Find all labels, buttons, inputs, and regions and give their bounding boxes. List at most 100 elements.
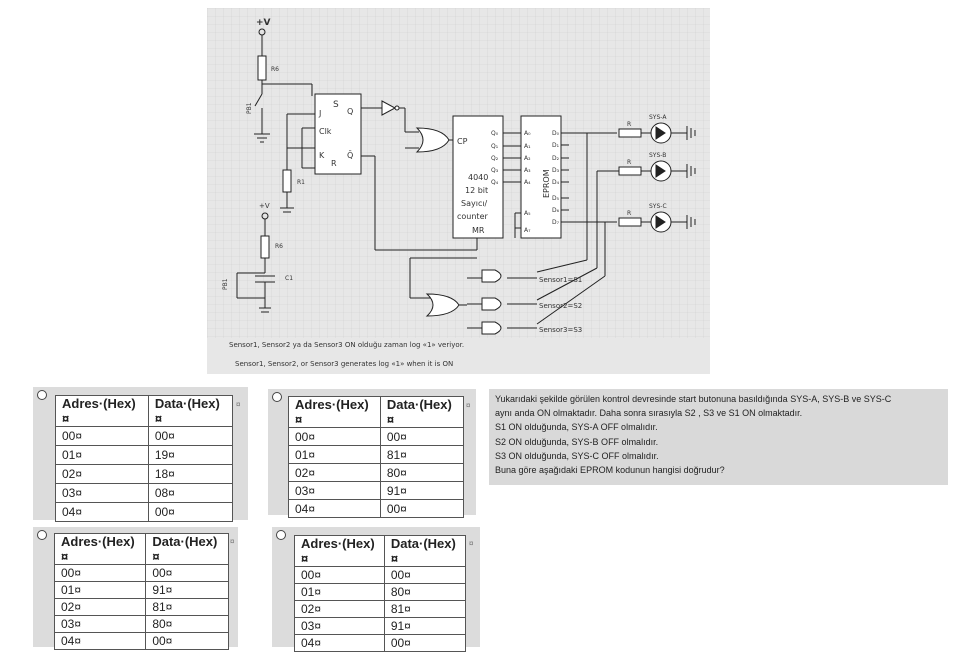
sys-b-label: SYS-B bbox=[649, 152, 666, 159]
caption-turkish: Sensor1, Sensor2 ya da Sensor3 ON olduğu… bbox=[229, 341, 464, 349]
table-header-row: Adres·(Hex)¤ Data·(Hex)¤ bbox=[294, 535, 467, 567]
question-line: Buna göre aşağıdaki EPROM kodunun hangis… bbox=[495, 465, 725, 476]
data-cell: 00¤ bbox=[379, 427, 465, 446]
row-end-mark: ¤ bbox=[236, 400, 241, 409]
sensor1-label: Sensor1=S1 bbox=[539, 276, 582, 284]
resistor-r1 bbox=[282, 169, 292, 193]
sensor2-label: Sensor2=S2 bbox=[539, 302, 582, 310]
data-cell: 91¤ bbox=[379, 481, 465, 500]
counter-q0: Q₀ bbox=[491, 130, 499, 137]
ff-k-label: K bbox=[319, 151, 325, 160]
table-row: 04¤00¤ bbox=[294, 634, 467, 652]
data-header: Data·(Hex)¤ bbox=[145, 533, 229, 565]
eprom-chip bbox=[520, 115, 562, 239]
row-end-mark: ¤ bbox=[466, 401, 471, 410]
and-gate-s1 bbox=[481, 269, 502, 283]
c1-label: C1 bbox=[285, 275, 293, 282]
table-header-row: Adres·(Hex)¤ Data·(Hex)¤ bbox=[53, 533, 229, 565]
question-line: S1 ON olduğunda, SYS-A OFF olmalıdır. bbox=[495, 422, 658, 433]
question-line: S2 ON olduğunda, SYS-B OFF olmalıdır. bbox=[495, 436, 659, 447]
buffer-gate bbox=[381, 100, 397, 116]
table-row: 04¤00¤ bbox=[53, 632, 229, 650]
table-row: 02¤81¤ bbox=[53, 598, 229, 616]
address-header: Adres·(Hex)¤ bbox=[55, 395, 149, 427]
eprom-d5: D₅ bbox=[552, 195, 560, 202]
data-cell: 18¤ bbox=[147, 464, 234, 484]
table-header-row: Adres·(Hex)¤ Data·(Hex)¤ bbox=[55, 395, 234, 427]
counter-mr: MR bbox=[472, 226, 485, 235]
eprom-d4: D₄ bbox=[552, 179, 560, 186]
data-cell: 19¤ bbox=[147, 445, 234, 465]
table-row: 02¤80¤ bbox=[288, 463, 465, 482]
resistor-label-a: R bbox=[627, 121, 631, 128]
data-cell: 00¤ bbox=[379, 499, 465, 518]
r6-label-bottom: R6 bbox=[275, 243, 283, 250]
address-cell: 01¤ bbox=[294, 583, 385, 601]
caption-english: Sensor1, Sensor2, or Sensor3 generates l… bbox=[235, 360, 453, 368]
table-row: 00¤00¤ bbox=[288, 427, 465, 446]
r6-label-top: R6 bbox=[271, 66, 279, 73]
jk-flipflop bbox=[314, 93, 362, 175]
resistor-r6-bottom bbox=[260, 235, 270, 259]
option-b-radio[interactable] bbox=[272, 392, 282, 402]
row-end-mark: ¤ bbox=[230, 537, 235, 546]
address-cell: 01¤ bbox=[53, 581, 147, 599]
pb1-label-top: PB1 bbox=[246, 102, 253, 114]
table-row: 04¤00¤ bbox=[55, 502, 234, 522]
address-cell: 03¤ bbox=[294, 617, 385, 635]
resistor-sys-b bbox=[618, 166, 642, 176]
ff-r-label: R bbox=[331, 159, 337, 168]
table-row: 02¤81¤ bbox=[294, 600, 467, 618]
table-row: 01¤91¤ bbox=[53, 581, 229, 599]
and-gate-s3 bbox=[481, 321, 502, 335]
option-b-card: Adres·(Hex)¤ Data·(Hex)¤ 00¤00¤ 01¤81¤ 0… bbox=[268, 389, 476, 518]
address-cell: 02¤ bbox=[55, 464, 149, 484]
table-row: 01¤81¤ bbox=[288, 445, 465, 464]
resistor-r6-top bbox=[257, 55, 267, 81]
address-cell: 01¤ bbox=[288, 445, 381, 464]
pushbutton-pb1-top bbox=[254, 93, 263, 107]
data-cell: 00¤ bbox=[383, 566, 467, 584]
counter-q2: Q₂ bbox=[491, 155, 499, 162]
table-row: 03¤80¤ bbox=[53, 615, 229, 633]
table-row: 01¤80¤ bbox=[294, 583, 467, 601]
data-cell: 08¤ bbox=[147, 483, 234, 503]
address-header: Adres·(Hex)¤ bbox=[53, 533, 147, 565]
address-cell: 03¤ bbox=[288, 481, 381, 500]
eprom-a1: A₁ bbox=[524, 143, 531, 150]
address-cell: 00¤ bbox=[294, 566, 385, 584]
table-row: 00¤00¤ bbox=[294, 566, 467, 584]
data-cell: 00¤ bbox=[147, 426, 234, 446]
address-cell: 01¤ bbox=[55, 445, 149, 465]
table-row: 03¤91¤ bbox=[288, 481, 465, 500]
eprom-a5: A₅ bbox=[524, 210, 531, 217]
address-cell: 02¤ bbox=[53, 598, 147, 616]
ff-s-label: S bbox=[333, 100, 339, 110]
option-a-radio[interactable] bbox=[37, 390, 47, 400]
option-b-table: Adres·(Hex)¤ Data·(Hex)¤ 00¤00¤ 01¤81¤ 0… bbox=[288, 396, 465, 518]
pb1-label-bottom: PB1 bbox=[222, 278, 229, 290]
eprom-d0: D₀ bbox=[552, 130, 560, 137]
counter-q1: Q₁ bbox=[491, 143, 499, 150]
option-d-radio[interactable] bbox=[276, 530, 286, 540]
question-line: Yukarıdaki şekilde görülen kontrol devre… bbox=[495, 394, 892, 404]
row-end-mark: ¤ bbox=[469, 539, 474, 548]
counter-q4: Q₄ bbox=[491, 179, 499, 186]
data-cell: 80¤ bbox=[383, 583, 467, 601]
address-cell: 02¤ bbox=[294, 600, 385, 618]
question-line: S3 ON olduğunda, SYS-C OFF olmalıdır. bbox=[495, 450, 659, 461]
question-text-box: Yukarıdaki şekilde görülen kontrol devre… bbox=[489, 389, 948, 485]
option-c-radio[interactable] bbox=[37, 530, 47, 540]
table-row: 04¤00¤ bbox=[288, 499, 465, 518]
address-cell: 03¤ bbox=[53, 615, 147, 633]
and-gate-s2 bbox=[481, 297, 502, 311]
eprom-label: EPROM bbox=[542, 169, 551, 198]
address-cell: 04¤ bbox=[53, 632, 147, 650]
resistor-label-b: R bbox=[627, 159, 631, 166]
supply-label-top: +V bbox=[256, 18, 271, 28]
counter-sayici: Sayıcı/ bbox=[461, 199, 488, 208]
eprom-a0: A₀ bbox=[524, 130, 531, 137]
address-cell: 04¤ bbox=[288, 499, 381, 518]
counter-counter: counter bbox=[457, 212, 488, 221]
ff-q-label: Q bbox=[347, 107, 353, 116]
